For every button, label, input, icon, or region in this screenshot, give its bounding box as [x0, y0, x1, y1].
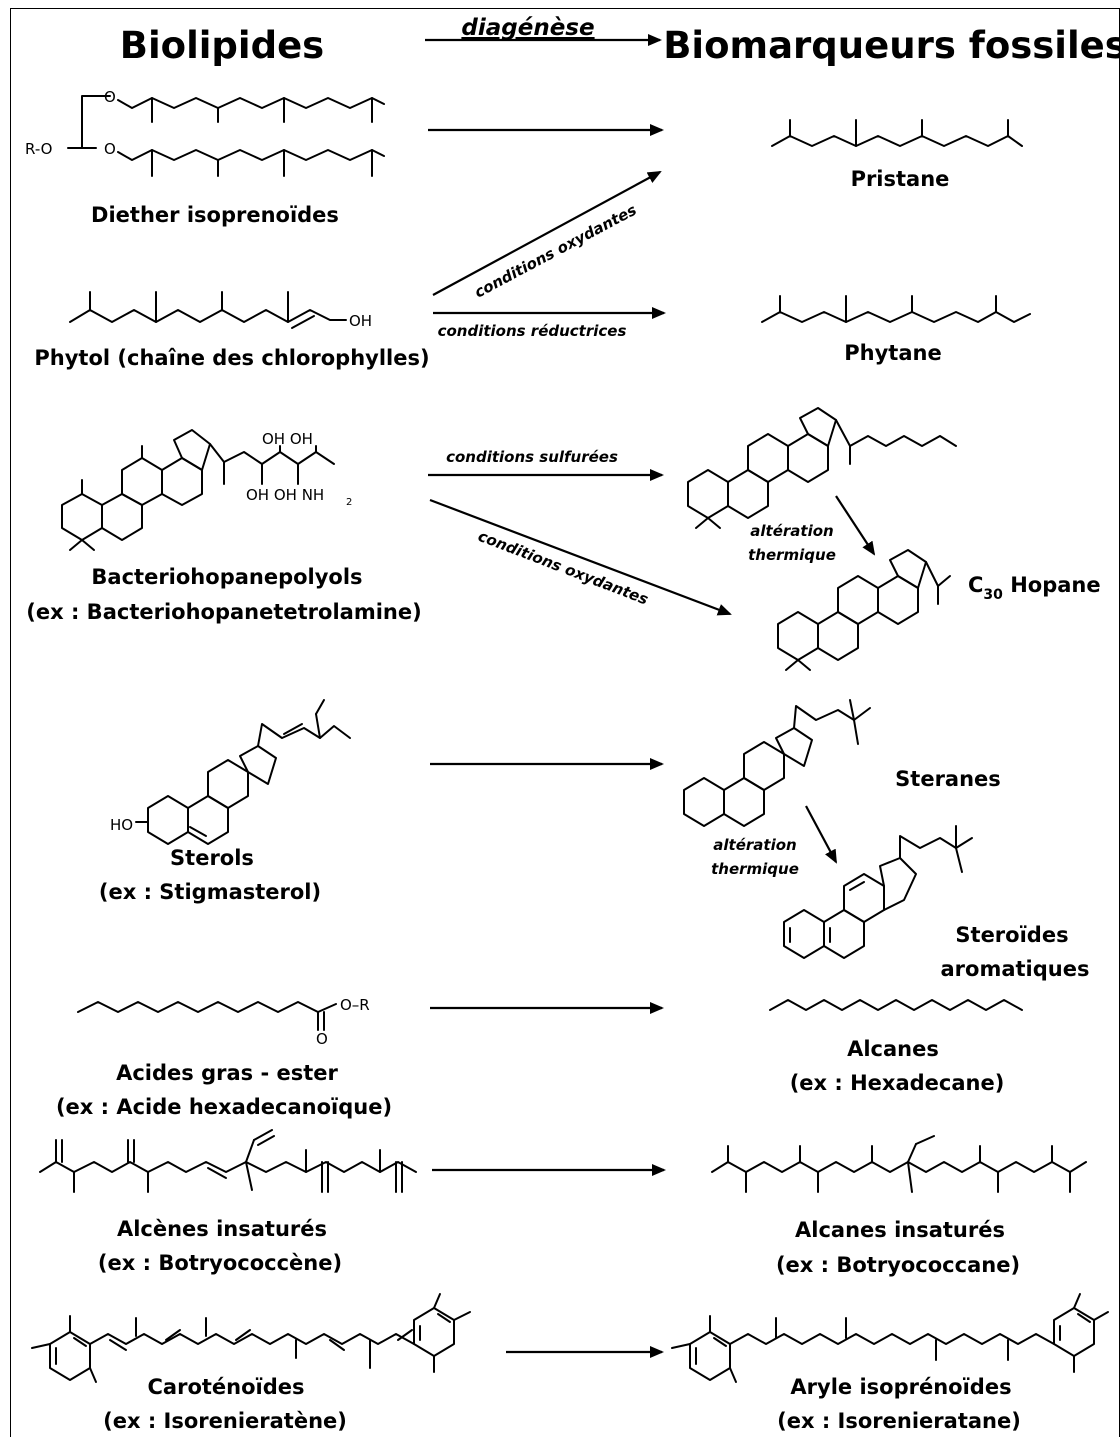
- hopane-name: Hopane: [1003, 573, 1101, 597]
- isorenieratane-structure: [671, 1293, 1109, 1383]
- arrow-bhp-hopane: [429, 498, 732, 616]
- fatty-acid-structure: [77, 1001, 337, 1031]
- carot-label-2: (ex : Isorenieratène): [103, 1409, 347, 1433]
- atom-ro: R-O: [25, 140, 52, 158]
- atom-oh: OH: [349, 312, 372, 330]
- carot-label-1: Caroténoïdes: [148, 1375, 305, 1399]
- diether-structure: O O R-O: [25, 88, 385, 177]
- atom-o2: O: [104, 140, 116, 158]
- aromatic-steroid-structure: [783, 825, 973, 959]
- arrow-alteration-1: [835, 495, 876, 556]
- atom-ho: HO: [110, 816, 133, 834]
- alkanes-ins-label-2: (ex : Botryococcane): [776, 1253, 1020, 1277]
- atom-o-r: O–R: [340, 996, 370, 1014]
- atom-o1: O: [104, 88, 116, 106]
- alkanes-ins-label-1: Alcanes insaturés: [795, 1218, 1005, 1242]
- atom-oh-bottom: OH OH NH: [246, 486, 324, 504]
- hopane-label: C30 Hopane: [968, 573, 1101, 603]
- phytane-label: Phytane: [844, 341, 941, 365]
- alkenes-label-1: Alcènes insaturés: [117, 1217, 327, 1241]
- phytol-structure: OH: [69, 291, 372, 330]
- alteration-2-line2: thermique: [711, 860, 799, 878]
- aryl-label-1: Aryle isoprénoïdes: [790, 1375, 1011, 1399]
- alteration-1-line1: altération: [750, 522, 833, 540]
- atom-sub-2: 2: [346, 497, 352, 508]
- aromatic-label-1: Steroïdes: [955, 923, 1068, 947]
- right-title: Biomarqueurs fossiles: [663, 24, 1120, 67]
- atom-o: O: [316, 1030, 328, 1048]
- hopane-structure: [777, 549, 951, 671]
- alteration-1-line2: thermique: [748, 546, 836, 564]
- fatty-label-1: Acides gras - ester: [116, 1061, 338, 1085]
- hexadecane-structure: [769, 999, 1023, 1011]
- phytane-structure: [761, 295, 1031, 323]
- pristane-label: Pristane: [851, 167, 950, 191]
- alteration-2-line1: altération: [713, 836, 796, 854]
- hopane-c: C: [968, 573, 983, 597]
- cond-reductrices: conditions réductrices: [438, 322, 627, 340]
- sterol-structure: [135, 699, 351, 845]
- hopane-sub: 30: [983, 587, 1003, 603]
- botryococcane-structure: [711, 1135, 1087, 1193]
- bhp-label-1: Bacteriohopanepolyols: [91, 565, 362, 589]
- aromatic-label-2: aromatiques: [941, 957, 1090, 981]
- cond-sulfurees: conditions sulfurées: [446, 448, 618, 466]
- hopanoid-structure: [687, 407, 957, 529]
- left-title: Biolipides: [120, 24, 324, 67]
- sterols-label-1: Sterols: [170, 846, 254, 870]
- phytol-label: Phytol (chaîne des chlorophylles): [34, 346, 429, 370]
- bhp-structure: OH OH OH OH NH 2: [61, 429, 352, 551]
- alkanes-label-1: Alcanes: [847, 1037, 939, 1061]
- cond-oxydantes-1: conditions oxydantes: [471, 201, 639, 302]
- diagenesis-label: diagénèse: [461, 15, 594, 41]
- alkenes-label-2: (ex : Botryococcène): [98, 1251, 342, 1275]
- arrow-phytol-pristane: [432, 171, 662, 296]
- sterane-structure: [683, 699, 871, 827]
- arrow-alteration-2: [805, 805, 837, 864]
- cond-oxydantes-2: conditions oxydantes: [476, 527, 651, 609]
- botryococcene-structure: [39, 1129, 417, 1193]
- atom-oh-top: OH OH: [262, 430, 313, 448]
- isorenieratene-structure: [31, 1293, 471, 1383]
- aryl-label-2: (ex : Isorenieratane): [777, 1409, 1021, 1433]
- pristane-structure: [771, 119, 1023, 147]
- sterols-label-2: (ex : Stigmasterol): [99, 880, 321, 904]
- fatty-label-2: (ex : Acide hexadecanoïque): [56, 1095, 392, 1119]
- diether-label: Diether isoprenoïdes: [91, 203, 339, 227]
- bhp-label-2: (ex : Bacteriohopanetetrolamine): [26, 600, 421, 624]
- alkanes-label-2: (ex : Hexadecane): [790, 1071, 1005, 1095]
- steranes-label: Steranes: [895, 767, 1001, 791]
